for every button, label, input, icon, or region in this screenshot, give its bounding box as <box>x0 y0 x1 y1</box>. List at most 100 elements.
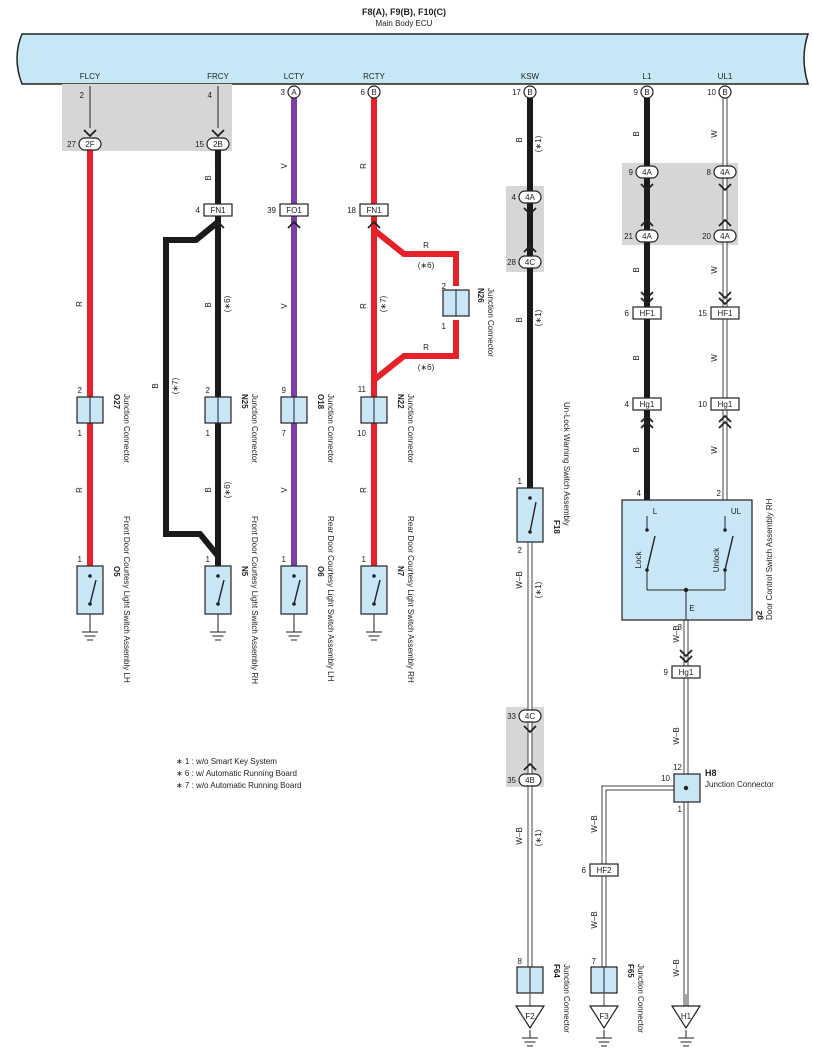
wire-color-label: B <box>204 175 213 180</box>
connector-4c <box>518 255 542 269</box>
wire-color-label: B <box>515 317 524 322</box>
arrow-up-icon <box>718 218 732 227</box>
switch-code: O5 <box>112 566 121 577</box>
pin-number: 8 <box>518 957 523 966</box>
connector-letter: B <box>371 88 376 97</box>
wire-color-label: W–B <box>672 959 681 976</box>
switch-name: Front Door Courtesy Light Switch Assembl… <box>250 516 259 684</box>
door-switch-0 <box>76 565 104 615</box>
wire-frcy-bypass <box>163 219 221 558</box>
connector-4a <box>713 229 737 243</box>
arrow-down-icon <box>211 129 225 138</box>
pin-number: 18 <box>347 206 356 215</box>
switch-contact <box>372 574 376 578</box>
wire-color-label: R <box>359 303 368 309</box>
inline-connector <box>203 203 233 217</box>
connector-2b <box>206 137 230 151</box>
unlock-warning-switch <box>516 487 544 543</box>
pin-number: 10 <box>698 400 707 409</box>
note-label: (∗6) <box>223 295 232 312</box>
junction-dot <box>683 785 689 791</box>
pin-number: 2 <box>442 282 447 291</box>
pin-number: 12 <box>673 763 682 772</box>
legend-item: ∗ 7 : w/o Automatic Running Board <box>176 781 301 790</box>
note-label: (∗7) <box>171 377 180 394</box>
inline-connector <box>671 665 701 679</box>
wire-color-label: B <box>632 131 641 136</box>
note-label: (∗1) <box>534 581 543 598</box>
wire-color-label: B <box>204 487 213 492</box>
ground-point-triangle <box>514 1005 546 1030</box>
wire-color-label: W <box>710 130 719 138</box>
pin-number: 28 <box>507 258 516 267</box>
wire-color-label: W–B <box>515 571 524 588</box>
wire-color-label: B <box>632 267 641 272</box>
connector-letter: B <box>722 88 727 97</box>
ecu-bar <box>16 33 810 85</box>
connector-id: 4B <box>525 776 535 785</box>
note-label: (∗1) <box>534 309 543 326</box>
connector-circle <box>640 85 654 99</box>
ground-id: H1 <box>681 1012 692 1021</box>
door-switch-2 <box>280 565 308 615</box>
pin-number: 8 <box>707 168 712 177</box>
pin-number: 15 <box>698 309 707 318</box>
wire-color-label: W–B <box>672 625 681 642</box>
wire-color-label: W–B <box>515 827 524 844</box>
pin-number: 4 <box>196 206 201 215</box>
wire-color-label: W <box>710 354 719 362</box>
inline-connector-id: HF2 <box>596 866 612 875</box>
switch-lever <box>724 535 734 571</box>
pin-number: 27 <box>67 140 76 149</box>
legend-item: ∗ 1 : w/o Smart Key System <box>176 757 277 766</box>
arrow-down-icon <box>718 183 732 192</box>
switch-contact <box>292 574 296 578</box>
wire-color-label: W <box>710 446 719 454</box>
pin-number: 1 <box>442 322 447 331</box>
junction-code: O18 <box>316 394 325 410</box>
pin-number: 33 <box>507 712 516 721</box>
inline-connector <box>279 203 309 217</box>
pin-number: 20 <box>702 232 711 241</box>
pin-number: 4 <box>637 489 642 498</box>
wire-color-label: V <box>280 303 289 309</box>
junction-code: N26 <box>476 288 485 303</box>
pin-number: 2 <box>80 91 85 100</box>
door-switch-3 <box>360 565 388 615</box>
arrow-up-icon <box>287 220 301 229</box>
switch-lever <box>646 535 656 571</box>
junction-name: Junction Connector <box>562 964 571 1033</box>
pin-number: 1 <box>518 477 523 486</box>
switch-lever <box>89 579 97 605</box>
arrow-down-icon <box>523 725 537 734</box>
pin-number: 1 <box>206 429 211 438</box>
pin-number: 4 <box>208 91 213 100</box>
junction-name: Junction Connector <box>122 394 131 463</box>
junction-dot <box>683 587 689 593</box>
connector-letter: A <box>291 88 297 97</box>
switch-code: N7 <box>396 566 405 577</box>
switch-code: O6 <box>316 566 325 577</box>
connector-circle <box>718 85 732 99</box>
ecu-subtitle: Main Body ECU <box>376 19 433 28</box>
junction-name: Junction Connector <box>486 288 495 357</box>
junction-name: Junction Connector <box>326 394 335 463</box>
junction-name: Junction Connector <box>705 780 774 789</box>
terminal-label: L <box>653 507 658 516</box>
inline-connector-id: Hg1 <box>718 400 733 409</box>
wire-color-label: R <box>75 301 84 307</box>
inline-connector <box>589 863 619 877</box>
arrow-down-icon <box>640 183 654 192</box>
pin-number: 2 <box>78 386 83 395</box>
pin-number: 10 <box>357 429 366 438</box>
ecu-terminal-name: FLCY <box>80 72 101 81</box>
ecu-title: F8(A), F9(B), F10(C) <box>362 7 446 17</box>
pin-number: 4 <box>512 193 517 202</box>
arrow-down-icon <box>718 297 732 306</box>
pin-number: 3 <box>281 88 286 97</box>
connector-circle <box>523 85 537 99</box>
wire-color-label: R <box>359 487 368 493</box>
connector-id: 4A <box>720 168 730 177</box>
ecu-terminal-name: L1 <box>643 72 652 81</box>
